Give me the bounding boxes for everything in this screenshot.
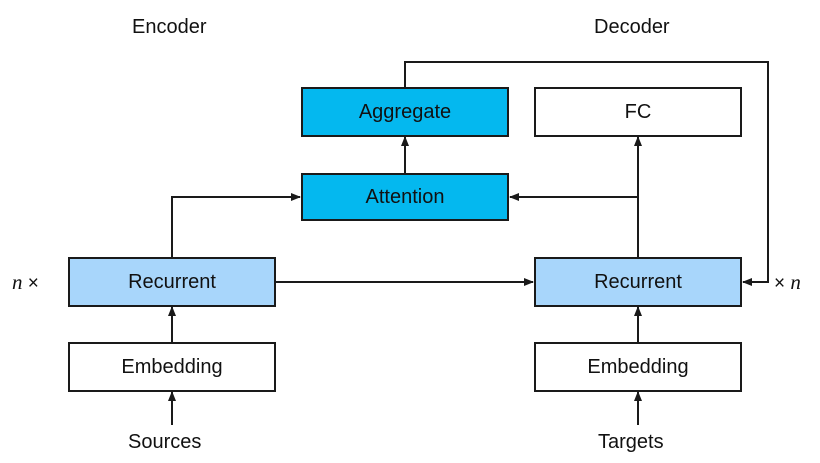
arrow-aggregate-to-dec-recurrent xyxy=(404,61,769,286)
decoder-repeat-marker: × n xyxy=(774,270,801,296)
sources-label: Sources xyxy=(128,431,202,453)
arrow-enc-recurrent-to-attention xyxy=(171,193,301,257)
targets-label: Targets xyxy=(598,431,664,453)
encoder-title: Encoder xyxy=(132,16,207,38)
encoder-recurrent-label: Recurrent xyxy=(128,270,216,293)
decoder-embedding-box: Embedding xyxy=(534,342,742,392)
decoder-title: Decoder xyxy=(594,16,670,38)
decoder-repeat-n: n xyxy=(790,270,801,294)
aggregate-label: Aggregate xyxy=(358,100,452,123)
encoder-repeat-n: n xyxy=(12,270,23,294)
fc-box: FC xyxy=(534,87,742,137)
decoder-repeat-times: × xyxy=(774,273,786,294)
decoder-recurrent-box: Recurrent xyxy=(534,257,742,307)
encoder-embedding-label: Embedding xyxy=(121,355,223,378)
encoder-recurrent-box: Recurrent xyxy=(68,257,276,307)
attention-label: Attention xyxy=(365,185,445,208)
aggregate-box: Aggregate xyxy=(301,87,509,137)
attention-box: Attention xyxy=(301,173,509,221)
encoder-embedding-box: Embedding xyxy=(68,342,276,392)
encoder-repeat-times: × xyxy=(27,273,39,294)
encoder-repeat-marker: n × xyxy=(12,270,39,296)
fc-label: FC xyxy=(624,100,652,123)
decoder-embedding-label: Embedding xyxy=(587,355,689,378)
decoder-recurrent-label: Recurrent xyxy=(594,270,682,293)
